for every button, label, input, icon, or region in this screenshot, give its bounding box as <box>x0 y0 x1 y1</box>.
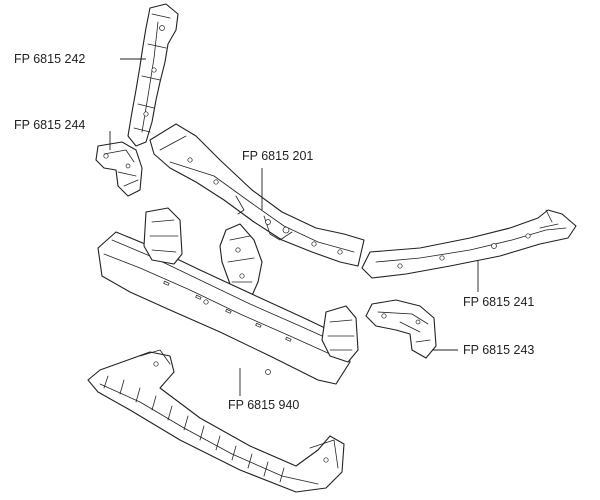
label-right-crossmember: FP 6815 241 <box>463 295 534 309</box>
leader-lines <box>109 58 479 396</box>
left-bracket-part <box>95 141 143 197</box>
lower-deflector-part <box>87 349 345 493</box>
bumper-beam-part <box>97 207 359 385</box>
right-crossmember-part <box>361 209 577 279</box>
upper-left-strut-part <box>127 3 179 147</box>
part-labels: FP 6815 242 FP 6815 244 FP 6815 201 FP 6… <box>14 52 534 412</box>
label-left-bracket: FP 6815 244 <box>14 118 85 132</box>
label-bumper-beam: FP 6815 940 <box>228 398 299 412</box>
right-bracket-part <box>365 299 437 359</box>
label-upper-crossmember: FP 6815 201 <box>242 149 313 163</box>
upper-crossmember-part <box>149 123 365 267</box>
label-right-bracket: FP 6815 243 <box>463 343 534 357</box>
label-upper-left-strut: FP 6815 242 <box>14 52 85 66</box>
